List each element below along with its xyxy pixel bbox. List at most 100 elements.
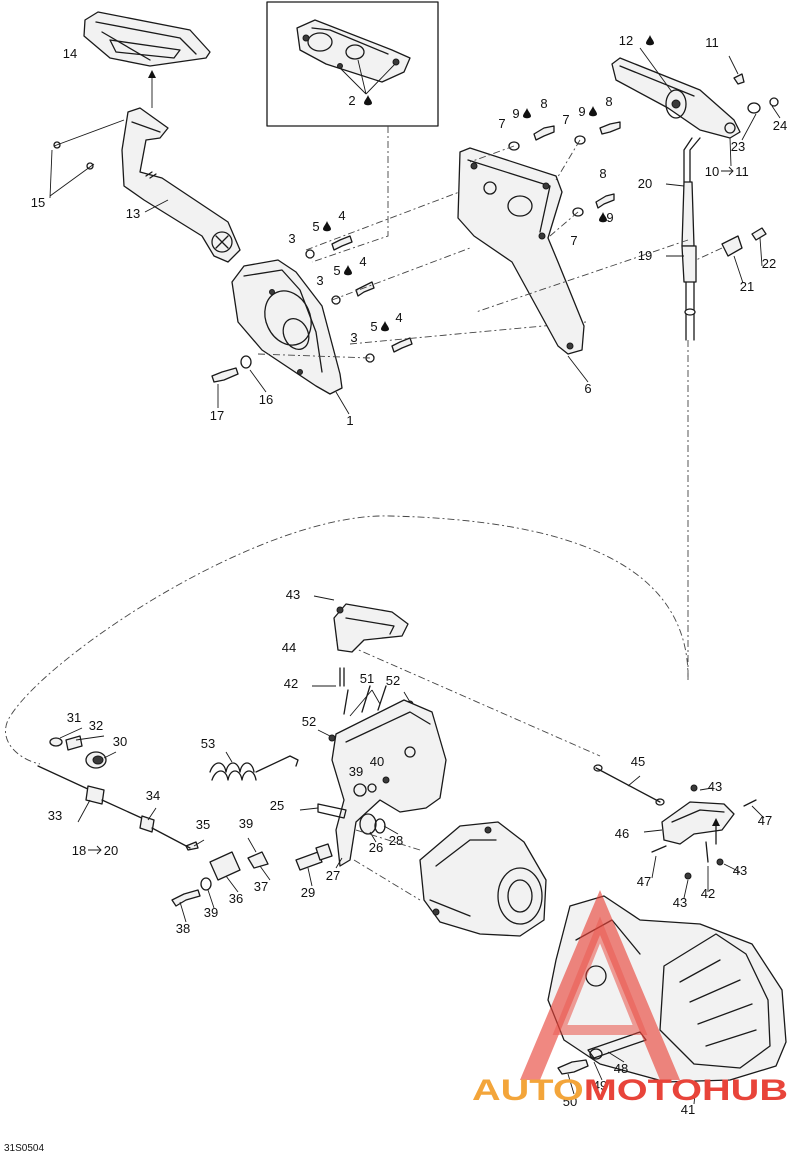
drop-icon (589, 106, 597, 117)
watermark-logo (520, 890, 680, 1080)
callout-8: 8 (605, 94, 612, 109)
callout-4: 4 (338, 208, 345, 223)
callout-27: 27 (326, 868, 340, 883)
part-21-22-clip (721, 227, 767, 257)
inset-detail (266, 1, 439, 263)
callout-14: 14 (63, 46, 77, 61)
callout-10: 10 (705, 164, 719, 179)
callout-47: 47 (637, 874, 651, 889)
callout-48: 48 (614, 1061, 628, 1076)
callout-12: 12 (619, 33, 633, 48)
callout-15: 15 (31, 195, 45, 210)
callout-42: 42 (284, 676, 298, 691)
parts-26-28-39-40 (359, 776, 390, 835)
callout-52: 52 (386, 673, 400, 688)
drop-icon (344, 265, 352, 276)
part-14-handle-pad (83, 11, 211, 67)
callout-7: 7 (498, 116, 505, 131)
callout-39: 39 (204, 905, 218, 920)
callout-46: 46 (615, 826, 629, 841)
callout-8: 8 (540, 96, 547, 111)
drop-icon (364, 95, 372, 106)
callout-6: 6 (584, 381, 591, 396)
callout-19: 19 (638, 248, 652, 263)
part-13-throttle-lever (121, 107, 241, 263)
part-44-cable-support (333, 603, 409, 687)
arrow-icon (88, 845, 102, 855)
fasteners-7-8-9 (508, 121, 621, 217)
callout-38: 38 (176, 921, 190, 936)
part-6-mounting-bracket (457, 147, 585, 355)
callout-47: 47 (758, 813, 772, 828)
callout-7: 7 (562, 112, 569, 127)
drop-icon-layer (323, 35, 654, 332)
part-53-spring (209, 755, 299, 781)
callout-9: 9 (512, 106, 519, 121)
drop-icon (646, 35, 654, 46)
parts-30-34-cable-end (37, 735, 191, 849)
part-45-cable-rod (593, 764, 665, 806)
parts-29-36-37-38-39 (171, 841, 333, 907)
watermark-hub: HUB (702, 1074, 788, 1107)
callout-18: 18 (72, 843, 86, 858)
callout-41: 41 (681, 1102, 695, 1117)
callout-34: 34 (146, 788, 160, 803)
part-19-20-throttle-cable (681, 137, 701, 341)
callout-3: 3 (350, 330, 357, 345)
callout-51: 51 (360, 671, 374, 686)
callout-39: 39 (239, 816, 253, 831)
callout-4: 4 (395, 310, 402, 325)
callout-3: 3 (316, 273, 323, 288)
callout-24: 24 (773, 118, 787, 133)
callout-21: 21 (740, 279, 754, 294)
callout-37: 37 (254, 879, 268, 894)
parts-11-23-24 (733, 73, 779, 114)
fasteners-3-4 (305, 235, 413, 363)
callout-5: 5 (370, 319, 377, 334)
callout-43: 43 (286, 587, 300, 602)
arrow-icon (721, 166, 734, 176)
callout-25: 25 (270, 798, 284, 813)
callout-39: 39 (349, 764, 363, 779)
callout-53: 53 (201, 736, 215, 751)
part-1-throttle-housing (231, 259, 343, 395)
callout-22: 22 (762, 256, 776, 271)
callout-2: 2 (348, 93, 355, 108)
callout-16: 16 (259, 392, 273, 407)
part-46-rear-bracket (651, 784, 757, 880)
callout-42: 42 (701, 886, 715, 901)
callout-43: 43 (673, 895, 687, 910)
part-16-17-bolt-washer (211, 355, 252, 383)
callout-33: 33 (48, 808, 62, 823)
callout-35: 35 (196, 817, 210, 832)
callout-17: 17 (210, 408, 224, 423)
watermark-moto: MOTO (584, 1074, 702, 1107)
callout-43: 43 (733, 863, 747, 878)
callout-44: 44 (282, 640, 296, 655)
callout-28: 28 (389, 833, 403, 848)
callout-52: 52 (302, 714, 316, 729)
callout-5: 5 (333, 263, 340, 278)
figure-code: 31S0504 (4, 1143, 44, 1154)
callout-23: 23 (731, 139, 745, 154)
callout-3: 3 (288, 231, 295, 246)
callout-40: 40 (370, 754, 384, 769)
callout-32: 32 (89, 718, 103, 733)
part-25-27-reverse-lever (317, 699, 447, 867)
callout-26: 26 (369, 840, 383, 855)
callout-4: 4 (359, 254, 366, 269)
drop-icon (381, 321, 389, 332)
part-12-lever-arm (611, 57, 741, 139)
cable-route (5, 515, 689, 765)
jet-pump-housing (419, 821, 547, 937)
callout-45: 45 (631, 754, 645, 769)
callout-30: 30 (113, 734, 127, 749)
callout-11: 11 (705, 35, 719, 50)
callout-11: 11 (735, 164, 749, 179)
drop-icon (523, 108, 531, 119)
callout-13: 13 (126, 206, 140, 221)
watermark-auto: AUTO (472, 1074, 584, 1107)
